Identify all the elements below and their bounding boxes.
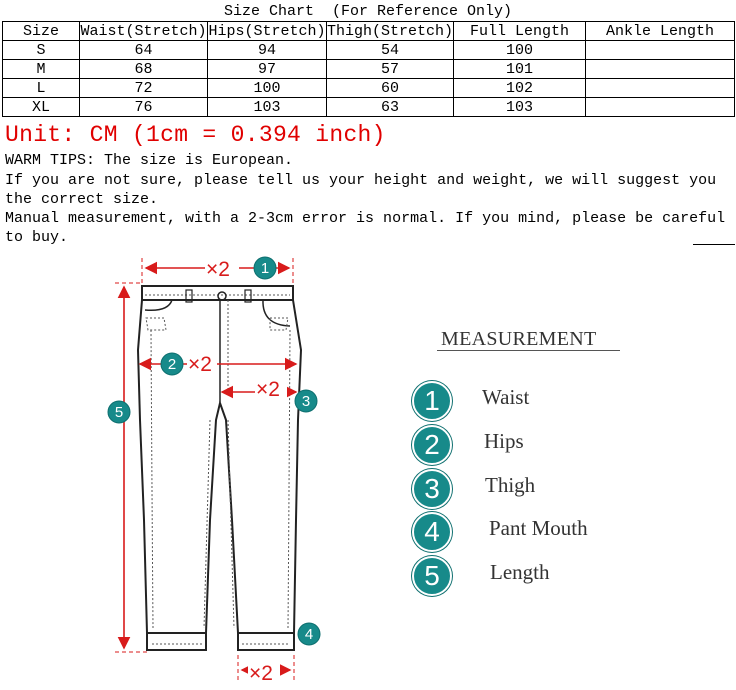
table-row: L 72 100 60 102 xyxy=(2,78,736,98)
measurement-arrows xyxy=(117,261,298,677)
table-cell: 64 xyxy=(79,40,208,60)
marker-1-icon xyxy=(253,256,277,280)
number-1-icon: 1 xyxy=(412,381,452,421)
belt-loop xyxy=(244,289,252,303)
suggest-size-line-2: the correct size. xyxy=(5,191,159,208)
table-cell: 76 xyxy=(79,97,208,117)
legend-label: Hips xyxy=(484,429,524,453)
header-hips: Hips(Stretch) xyxy=(207,21,327,41)
guide-lines xyxy=(115,258,295,680)
table-cell xyxy=(585,97,736,117)
table-cell: 103 xyxy=(207,97,327,117)
belt-loop xyxy=(185,289,193,303)
waist-multiplier: ×2 xyxy=(206,258,230,281)
measurement-title: MEASUREMENT xyxy=(441,328,597,350)
table-cell: 57 xyxy=(325,59,455,79)
table-cell: 54 xyxy=(325,40,455,60)
header-full-length: Full Length xyxy=(453,21,587,41)
table-cell: 60 xyxy=(325,78,455,98)
number-3-icon: 3 xyxy=(412,469,452,509)
divider xyxy=(693,244,735,245)
marker-1-label: 1 xyxy=(261,260,269,277)
legend-label: Waist xyxy=(482,385,530,409)
manual-measurement-line-1: Manual measurement, with a 2-3cm error i… xyxy=(5,210,726,227)
pant-mouth-multiplier: ×2 xyxy=(249,662,273,685)
marker-3-label: 3 xyxy=(302,393,310,410)
marker-5-label: 5 xyxy=(115,404,123,421)
marker-4-label: 4 xyxy=(305,626,313,643)
legend-label: Thigh xyxy=(485,473,536,497)
manual-measurement-line-2: to buy. xyxy=(5,229,69,246)
button-icon xyxy=(217,291,227,301)
legend-label: Pant Mouth xyxy=(489,516,588,540)
warm-tips: WARM TIPS: The size is European. xyxy=(5,152,294,169)
legend-label: Length xyxy=(490,560,550,584)
number-2-icon: 2 xyxy=(412,425,452,465)
marker-4-icon xyxy=(297,622,321,646)
measurement-title-underline xyxy=(437,350,620,351)
marker-2-label: 2 xyxy=(168,356,176,373)
stitching-lines xyxy=(145,294,291,645)
number-5-icon: 5 xyxy=(412,556,452,596)
hips-multiplier: ×2 xyxy=(188,353,212,376)
pants-outline xyxy=(136,285,303,651)
table-cell: 103 xyxy=(453,97,587,117)
thigh-multiplier: ×2 xyxy=(256,378,280,401)
suggest-size-line-1: If you are not sure, please tell us your… xyxy=(5,172,717,189)
table-cell: 101 xyxy=(453,59,587,79)
table-row: S 64 94 54 100 xyxy=(2,40,736,60)
marker-5-icon xyxy=(107,400,131,424)
unit-note: Unit: CM (1cm = 0.394 inch) xyxy=(5,122,386,148)
multiplier-labels: ×2 ×2 ×2 ×2 xyxy=(187,256,287,685)
header-size: Size xyxy=(2,21,80,41)
marker-2-icon xyxy=(160,352,184,376)
table-row: XL 76 103 63 103 xyxy=(2,97,736,117)
size-chart-title: Size Chart (For Reference Only) xyxy=(223,3,513,20)
number-4-icon: 4 xyxy=(412,512,452,552)
size-chart-table: Size Waist(Stretch) Hips(Stretch) Thigh(… xyxy=(2,21,736,117)
marker-3-icon xyxy=(294,389,318,413)
diagram-markers: 1 2 3 4 5 xyxy=(107,256,321,646)
table-cell: 63 xyxy=(325,97,455,117)
